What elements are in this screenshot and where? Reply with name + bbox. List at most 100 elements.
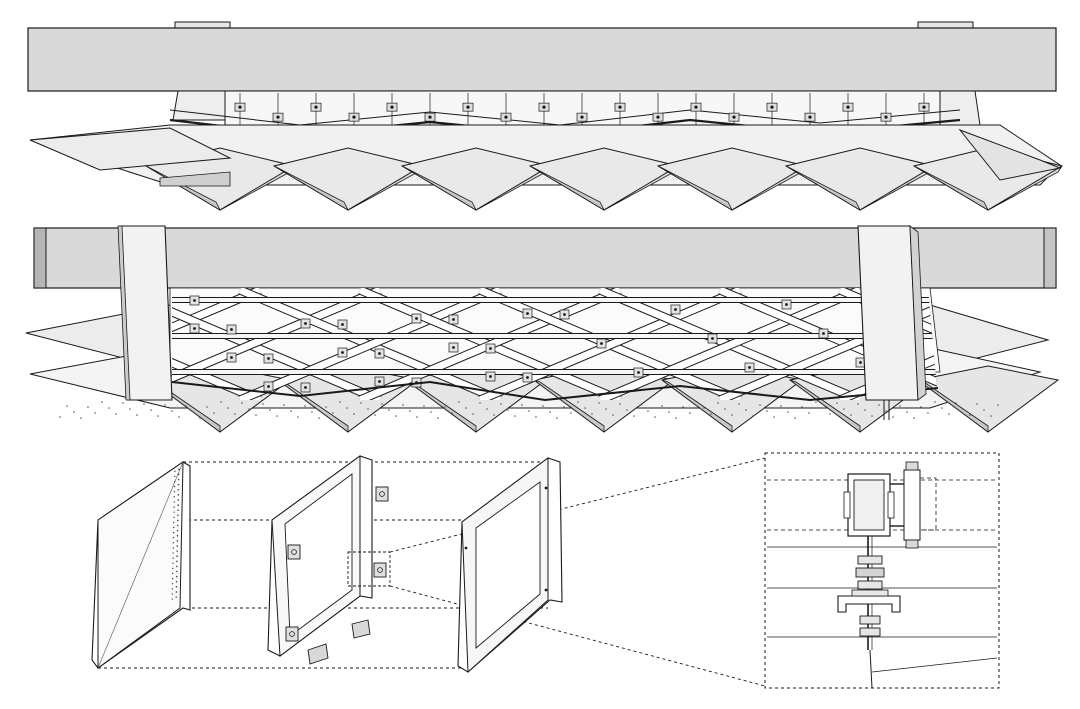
projection-lines [98,457,766,687]
perforation-dot [556,417,558,419]
perforation-dot [177,504,179,506]
bolt-icon [379,491,385,497]
bolt-icon [637,371,640,374]
bolt-icon [884,115,888,119]
panel-edge-strip [159,171,231,187]
perforation-dot [815,401,817,403]
perforation-dot [173,516,175,518]
channel-profile [837,595,901,613]
perforation-dot [514,415,516,417]
perforation-dot [176,565,178,568]
bolt-icon [526,376,529,379]
nut [859,615,881,625]
perforation-dot [927,412,929,414]
perforation-dot [759,404,761,406]
frame-member [0,290,20,400]
perforation-dot [172,526,175,529]
bracket-bottom-left [285,626,299,642]
perforation-dot [549,411,551,413]
perforation-dot [500,403,502,405]
perforation-dot [206,406,208,408]
bolt-icon [390,105,394,109]
elevation-view [27,21,1064,212]
diamond-panel-edge [789,379,861,433]
perforation-dot [220,401,222,403]
perforation-dot [175,575,178,578]
perforation-dot [178,468,180,471]
perforation-dot [269,409,271,411]
perforation-dot [997,404,999,406]
perforation-dot [172,537,175,539]
perforation-dot [493,414,495,416]
perforation-dot [171,410,173,412]
bolt-icon [580,115,584,119]
perforation-dot [668,411,670,413]
perforation-dot [176,555,178,557]
perforation-dot [885,410,887,412]
perforation-dot [535,416,537,418]
perforation-dot [176,550,178,552]
nut [857,580,883,590]
perforation-dot [633,415,635,417]
panel-fold-line [97,461,184,669]
panel-edge-line [871,657,998,673]
zigzag-panel-array [29,124,1064,212]
perforation-dot [59,416,61,418]
support-post-right [939,90,981,126]
perforation-dot [177,514,179,517]
perforation-dot [598,402,600,404]
isometric-view [0,225,1060,433]
bolt-icon [859,361,862,364]
bolt-icon [352,115,356,119]
washer [855,567,885,578]
bolt-icon [452,346,455,349]
perforation-dot [175,586,178,588]
perforation-dot [73,411,75,413]
perforation-dot [172,531,175,534]
channel-clip [837,589,901,613]
perforation-dot [157,415,159,417]
perforation-dot [486,408,488,410]
perforation-dot [172,562,174,564]
perforation-dot [402,404,404,406]
perforation-dot [983,409,985,411]
bolt-icon [732,115,736,119]
perforation-dot [752,415,754,417]
bolt-icon [808,115,812,119]
bolt-icon [563,313,566,316]
bolt-icon [230,356,233,359]
nut [859,627,881,637]
bolt-icon [304,322,307,325]
perforation-dot [173,501,175,503]
perforation-dot [175,591,178,593]
perforation-dot [199,417,201,419]
perforation-dot [682,406,684,408]
perforation-dot [661,405,663,407]
perforation-dot [255,414,257,416]
perforation-dot [173,496,176,498]
beam-end-face [33,227,47,289]
perforation-dot [339,401,341,403]
perforation-dot [172,572,174,575]
perforation-dot [990,415,992,417]
bolt-icon [341,323,344,326]
frame-bottom-rail [171,380,939,402]
perforation-dot [174,470,176,472]
perforation-dot [969,414,971,416]
bolt-icon [238,105,242,109]
diamond-panel-edge [401,165,477,212]
perforation-dot [878,404,880,406]
beam-section-inner [853,479,885,531]
bolt-icon [711,337,714,340]
column-right-edge [909,225,927,401]
perforation-dot [976,403,978,405]
perforation-dot [297,416,299,418]
perforation-dot [724,408,726,410]
perforation-dot [955,402,957,404]
diamond-panel-edge [987,165,1063,211]
perforation-dot [172,567,174,570]
panel-front-sheet [29,127,232,171]
perforation-dot [185,405,187,407]
perforation-dot [171,588,174,590]
